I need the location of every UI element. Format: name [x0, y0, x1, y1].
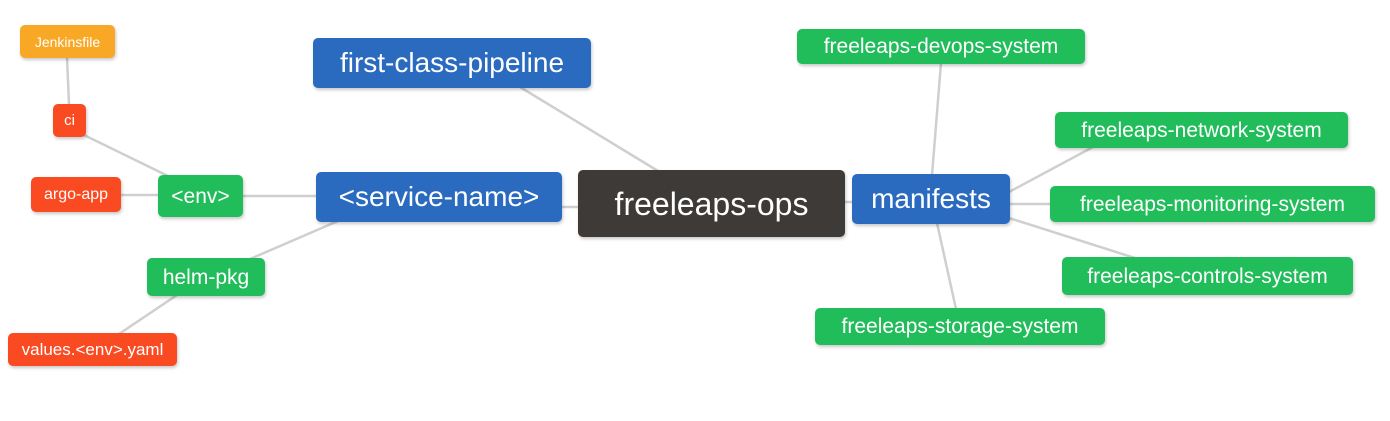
edge-ci--env: [82, 133, 170, 178]
node-env[interactable]: <env>: [158, 175, 243, 217]
node-freeleaps-ops[interactable]: freeleaps-ops: [578, 170, 845, 237]
node-manifests[interactable]: manifests: [852, 174, 1010, 224]
node-values-env-yaml[interactable]: values.<env>.yaml: [8, 333, 177, 366]
edge-manifests--freeleaps-controls-system: [1007, 216, 1137, 260]
node-freeleaps-storage-system[interactable]: freeleaps-storage-system: [815, 308, 1105, 345]
node-freeleaps-devops-system[interactable]: freeleaps-devops-system: [797, 29, 1085, 64]
node-freeleaps-network-system[interactable]: freeleaps-network-system: [1055, 112, 1348, 148]
node-freeleaps-controls-system[interactable]: freeleaps-controls-system: [1062, 257, 1353, 295]
edge-jenkinsfile--ci: [65, 55, 71, 106]
edge-first-class-pipeline--freeleaps-ops: [518, 85, 660, 173]
edge-manifests--freeleaps-storage-system: [935, 221, 958, 311]
node-first-class-pipeline[interactable]: first-class-pipeline: [313, 38, 591, 88]
node-service-name[interactable]: <service-name>: [316, 172, 562, 222]
node-ci[interactable]: ci: [53, 104, 86, 137]
node-helm-pkg[interactable]: helm-pkg: [147, 258, 265, 296]
edge-service-name--helm-pkg: [248, 219, 340, 261]
node-argo-app[interactable]: argo-app: [31, 177, 121, 212]
edge-manifests--freeleaps-devops-system: [930, 61, 943, 177]
edge-helm-pkg--values-env-yaml: [117, 293, 179, 336]
node-freeleaps-monitoring-system[interactable]: freeleaps-monitoring-system: [1050, 186, 1375, 222]
node-jenkinsfile[interactable]: Jenkinsfile: [20, 25, 115, 58]
